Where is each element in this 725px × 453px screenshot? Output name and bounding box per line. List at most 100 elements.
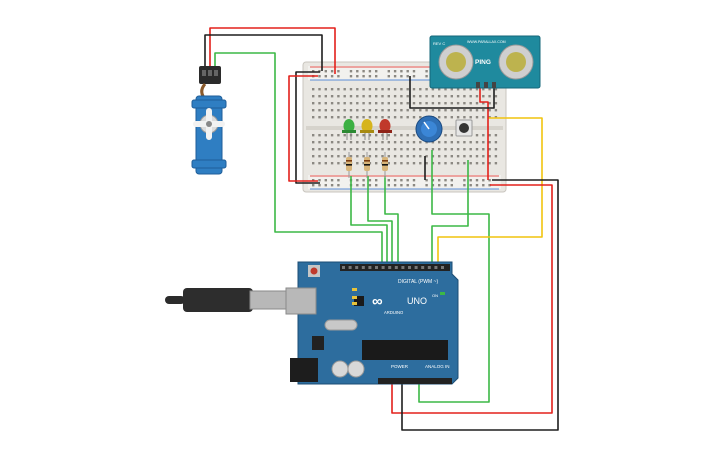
breadboard-hole: [494, 95, 498, 98]
breadboard-hole: [343, 109, 346, 112]
wire-servo-black: [204, 34, 323, 71]
breadboard-hole: [400, 70, 403, 73]
breadboard-hole: [450, 109, 453, 112]
usb-cable[interactable]: [165, 288, 287, 312]
digital-pin[interactable]: [441, 266, 444, 269]
breadboard-hole: [450, 141, 453, 144]
wire-servo-red: [209, 27, 336, 74]
digital-pin[interactable]: [355, 266, 359, 269]
breadboard-hole: [419, 141, 422, 144]
digital-pin[interactable]: [361, 266, 365, 269]
breadboard-hole: [488, 155, 491, 158]
breadboard-hole: [412, 116, 416, 119]
breadboard-hole: [324, 162, 327, 165]
breadboard-hole: [349, 148, 353, 151]
reset-button-cap: [310, 267, 318, 275]
breadboard-hole: [400, 162, 403, 165]
digital-pin[interactable]: [427, 266, 431, 269]
breadboard-hole: [400, 148, 403, 151]
digital-pin[interactable]: [375, 266, 378, 269]
led-yellow[interactable]: [360, 119, 374, 140]
breadboard-hole: [463, 88, 466, 91]
breadboard-hole: [419, 102, 422, 105]
potentiometer[interactable]: [415, 115, 443, 143]
breadboard-hole: [387, 179, 390, 182]
breadboard-hole: [393, 184, 397, 187]
usb-port: [285, 287, 317, 315]
resistor-2[interactable]: [364, 152, 370, 178]
breadboard-hole: [393, 95, 397, 98]
breadboard-hole: [368, 75, 372, 78]
breadboard-hole: [482, 184, 485, 187]
voltage-regulator: [312, 336, 324, 350]
digital-pin[interactable]: [408, 266, 411, 269]
digital-pin[interactable]: [401, 266, 405, 269]
breadboard-hole: [375, 102, 378, 105]
ping-transducer-right-mesh: [506, 52, 526, 72]
led-green[interactable]: [342, 119, 356, 140]
breadboard-hole: [488, 102, 491, 105]
breadboard-hole: [362, 88, 365, 91]
breadboard-hole: [387, 88, 390, 91]
digital-pin[interactable]: [421, 266, 425, 269]
breadboard-hole: [400, 155, 403, 158]
breadboard-hole: [400, 109, 403, 112]
breadboard-hole: [349, 88, 353, 91]
breadboard-hole: [324, 179, 327, 182]
breadboard-hole: [324, 116, 327, 119]
breadboard-hole: [463, 95, 466, 98]
breadboard-hole: [400, 184, 403, 187]
breadboard-hole: [362, 162, 365, 165]
breadboard-hole: [324, 141, 327, 144]
breadboard-hole: [494, 148, 498, 151]
breadboard-hole: [356, 75, 359, 78]
digital-pin[interactable]: [348, 266, 352, 269]
digital-pin-row: [342, 266, 444, 269]
breadboard-hole: [412, 88, 416, 91]
led-red[interactable]: [378, 119, 392, 140]
breadboard-hole: [318, 95, 321, 98]
analog-header-label: ANALOG IN: [425, 364, 450, 369]
breadboard-hole: [400, 134, 403, 137]
digital-pin[interactable]: [394, 266, 398, 269]
digital-pin[interactable]: [381, 266, 385, 269]
breadboard-hole: [330, 134, 334, 137]
digital-pin[interactable]: [342, 266, 345, 269]
breadboard-hole: [494, 155, 498, 158]
breadboard-hole: [425, 179, 428, 182]
breadboard-hole: [356, 102, 359, 105]
resistor-3[interactable]: [382, 152, 388, 178]
ping-rev-label: REV C: [433, 41, 445, 46]
breadboard-hole: [356, 95, 359, 98]
arduino-uno[interactable]: DIGITAL (PWM ~) ∞ ARDUINO UNO ON POWER A…: [285, 261, 459, 385]
breadboard-hole: [444, 102, 447, 105]
breadboard-hole: [337, 141, 340, 144]
resistor-1[interactable]: [346, 152, 352, 178]
breadboard-hole: [362, 148, 365, 151]
breadboard-hole: [482, 141, 485, 144]
breadboard-hole: [368, 95, 372, 98]
digital-pin[interactable]: [414, 266, 418, 269]
breadboard-hole: [400, 75, 403, 78]
breadboard-hole: [444, 88, 447, 91]
digital-pin[interactable]: [388, 266, 392, 269]
breadboard-hole: [438, 88, 441, 91]
led-yellow-base: [360, 130, 374, 133]
breadboard-hole: [456, 148, 460, 151]
breadboard-hole: [431, 155, 435, 158]
breadboard-hole: [469, 95, 472, 98]
digital-pin[interactable]: [434, 266, 438, 269]
breadboard-hole: [475, 116, 479, 119]
breadboard-hole: [444, 155, 447, 158]
digital-pin[interactable]: [368, 266, 372, 269]
breadboard-hole: [425, 88, 428, 91]
usb-plug-metal: [249, 290, 287, 310]
breadboard-hole: [419, 109, 422, 112]
pushbutton[interactable]: [455, 119, 473, 137]
ping-sensor[interactable]: REV C WWW.PARALLAX.COM PING: [429, 35, 541, 89]
servo-motor[interactable]: [191, 66, 227, 175]
breadboard-hole: [337, 134, 340, 137]
breadboard-hole: [387, 184, 390, 187]
breadboard-hole: [375, 162, 378, 165]
